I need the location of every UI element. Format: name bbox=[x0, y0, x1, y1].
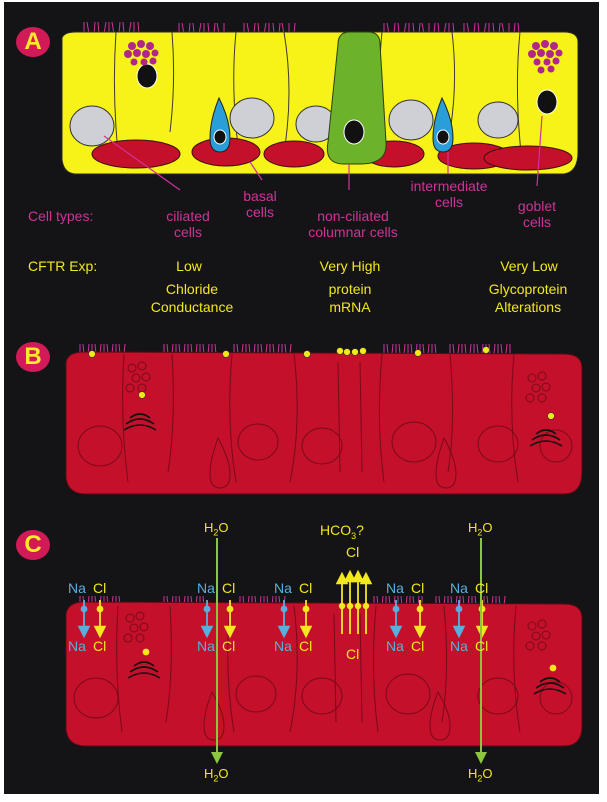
sodium-apical-2: Na bbox=[197, 580, 215, 596]
chloride-apical-5: Cl bbox=[475, 580, 488, 596]
phenotype-protein-mrna: protein mRNA bbox=[310, 280, 390, 316]
diagram-graphics bbox=[4, 2, 599, 794]
sodium-apical-5: Na bbox=[450, 580, 468, 596]
panel-c-epithelium bbox=[66, 538, 582, 758]
chloride-cell-5: Cl bbox=[475, 638, 488, 654]
chloride-apical-4: Cl bbox=[411, 580, 424, 596]
label-intermediate-cells: intermediate cells bbox=[404, 178, 494, 210]
water-label-bottom-right: H2O bbox=[468, 766, 493, 784]
sodium-cell-4: Na bbox=[386, 638, 404, 654]
cftr-level-very-low: Very Low bbox=[484, 258, 574, 274]
sodium-cell-5: Na bbox=[450, 638, 468, 654]
sodium-cell-2: Na bbox=[197, 638, 215, 654]
chloride-label-secreted: Cl bbox=[346, 544, 359, 560]
chloride-apical-3: Cl bbox=[299, 580, 312, 596]
sodium-apical-4: Na bbox=[386, 580, 404, 596]
chloride-cell-1: Cl bbox=[93, 638, 106, 654]
chloride-label-intracellular: Cl bbox=[346, 646, 359, 662]
cftr-level-low: Low bbox=[154, 258, 224, 274]
figure-canvas: A B C Cell types: ciliated cells basal c… bbox=[4, 2, 599, 794]
water-label-bottom-left: H2O bbox=[204, 766, 229, 784]
cftr-exp-label: CFTR Exp: bbox=[28, 258, 97, 274]
label-goblet-cells: goblet cells bbox=[506, 198, 568, 230]
label-ciliated-cells: ciliated cells bbox=[152, 208, 224, 240]
chloride-apical-2: Cl bbox=[222, 580, 235, 596]
label-basal-cells: basal cells bbox=[232, 188, 288, 220]
water-label-top-right: H2O bbox=[468, 520, 493, 538]
panel-a-epithelium bbox=[62, 22, 578, 190]
chloride-apical-1: Cl bbox=[93, 580, 106, 596]
cftr-level-very-high: Very High bbox=[300, 258, 400, 274]
panel-a-label: A bbox=[16, 27, 50, 57]
chloride-cell-3: Cl bbox=[299, 638, 312, 654]
sodium-cell-1: Na bbox=[68, 638, 86, 654]
chloride-cell-2: Cl bbox=[222, 638, 235, 654]
sodium-cell-3: Na bbox=[274, 638, 292, 654]
phenotype-chloride-conductance: Chloride Conductance bbox=[144, 280, 240, 316]
chloride-cell-4: Cl bbox=[411, 638, 424, 654]
phenotype-glycoprotein-alterations: Glycoprotein Alterations bbox=[478, 280, 578, 316]
bicarbonate-label: HCO3? bbox=[320, 522, 364, 541]
panel-c-label: C bbox=[16, 530, 50, 560]
panel-b-label: B bbox=[16, 342, 50, 372]
water-label-top-left: H2O bbox=[204, 520, 229, 538]
cell-types-label: Cell types: bbox=[28, 208, 93, 224]
label-non-ciliated-cells: non-ciliated columnar cells bbox=[290, 208, 416, 240]
sodium-apical-1: Na bbox=[68, 580, 86, 596]
sodium-apical-3: Na bbox=[274, 580, 292, 596]
panel-b-epithelium bbox=[66, 344, 582, 494]
